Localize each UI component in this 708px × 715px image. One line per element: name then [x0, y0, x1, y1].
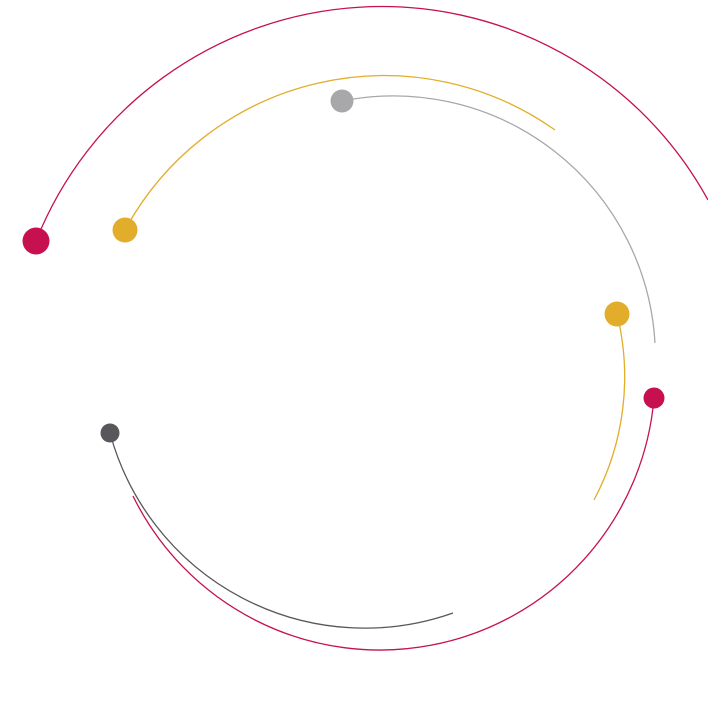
gold-arc-right — [593, 313, 626, 501]
dark-gray-node-left — [100, 423, 120, 443]
light-gray-arc — [341, 95, 656, 344]
outer-crimson-arc-top — [35, 5, 708, 242]
light-gray-node-top — [330, 89, 354, 113]
dark-gray-arc-bottom — [109, 432, 454, 629]
gold-node-right — [604, 301, 630, 327]
crimson-node-right — [643, 387, 665, 409]
crimson-arc-bottom — [132, 397, 655, 651]
gold-arc-top — [124, 74, 556, 231]
gold-node-left — [112, 217, 138, 243]
crimson-node-left — [22, 227, 50, 255]
